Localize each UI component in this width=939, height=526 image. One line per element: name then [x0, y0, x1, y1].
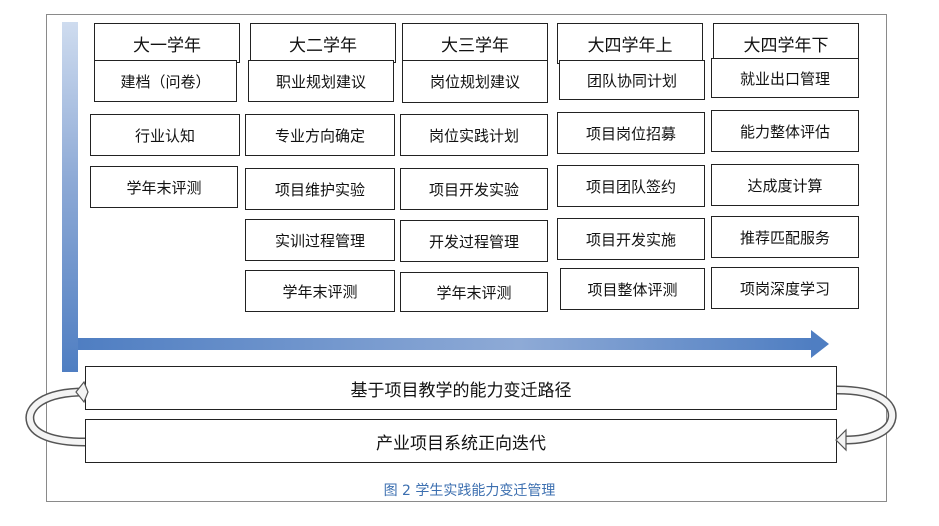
col1-item-2: 行业认知 [90, 114, 240, 156]
col4-item-1: 团队协同计划 [559, 60, 705, 100]
arrow-head-icon [811, 330, 829, 358]
col5-header: 大四学年下 [713, 23, 859, 63]
col3-item-1: 岗位规划建议 [402, 60, 548, 103]
col2-header: 大二学年 [250, 23, 396, 63]
col1-item-3: 学年末评测 [90, 166, 238, 208]
col3-item-5: 学年末评测 [400, 272, 548, 312]
diagram-frame [46, 14, 887, 502]
col3-item-2: 岗位实践计划 [400, 114, 548, 156]
horizontal-progress-arrow [78, 338, 813, 350]
vertical-progress-arrow [62, 22, 78, 372]
right-cycle-arrow-icon [835, 385, 897, 452]
col2-item-3: 项目维护实验 [245, 168, 395, 210]
col4-item-4: 项目开发实施 [557, 218, 705, 260]
col2-item-2: 专业方向确定 [245, 114, 395, 156]
col5-item-4: 推荐匹配服务 [711, 216, 859, 258]
col1-header: 大一学年 [94, 23, 240, 63]
col4-header: 大四学年上 [557, 23, 703, 64]
col4-item-3: 项目团队签约 [557, 165, 705, 207]
figure-caption: 图 2 学生实践能力变迁管理 [383, 483, 556, 499]
left-cycle-arrow-icon [25, 380, 89, 447]
col3-header: 大三学年 [402, 23, 548, 63]
col3-item-3: 项目开发实验 [400, 168, 548, 210]
col4-item-2: 项目岗位招募 [557, 112, 705, 154]
col2-item-4: 实训过程管理 [245, 219, 395, 261]
col5-item-3: 达成度计算 [711, 164, 859, 206]
col4-item-5: 项目整体评测 [560, 268, 705, 310]
col5-item-1: 就业出口管理 [711, 58, 859, 98]
col5-item-5: 项岗深度学习 [711, 267, 859, 309]
col3-item-4: 开发过程管理 [400, 220, 548, 262]
capability-path-box: 基于项目教学的能力变迁路径 [85, 366, 837, 410]
col2-item-1: 职业规划建议 [248, 60, 394, 102]
col5-item-2: 能力整体评估 [711, 110, 859, 152]
industry-iteration-box: 产业项目系统正向迭代 [85, 419, 837, 463]
col2-item-5: 学年末评测 [245, 270, 395, 312]
col1-item-1: 建档（问卷） [94, 60, 237, 102]
